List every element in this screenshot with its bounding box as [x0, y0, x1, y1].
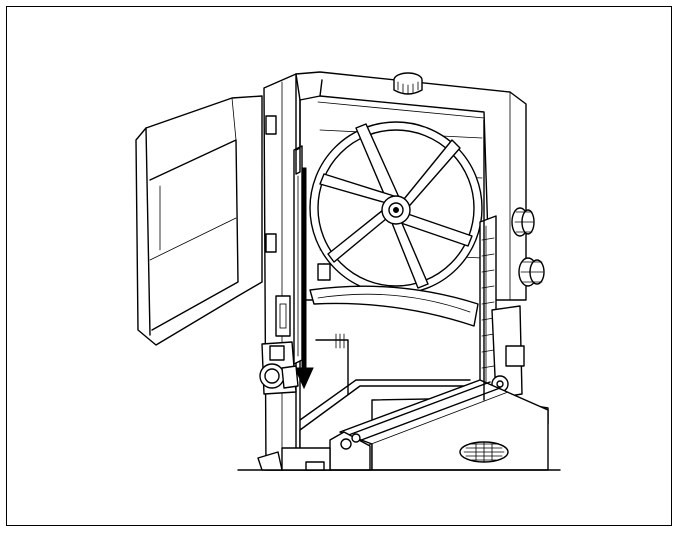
lower-hinge	[265, 233, 277, 253]
upper-wheel	[309, 121, 483, 295]
machine-base	[237, 447, 561, 471]
down-arrow-icon	[294, 167, 314, 390]
latch-plate	[275, 295, 291, 337]
guide-height-knob[interactable]	[518, 257, 545, 287]
wheel-guard-plate	[309, 285, 479, 327]
upper-hinge	[265, 115, 277, 135]
blade-release-lever[interactable]	[293, 145, 303, 365]
tracking-knob[interactable]	[511, 207, 535, 237]
upper-guide-screw	[317, 263, 331, 281]
open-door[interactable]	[135, 95, 263, 346]
upper-wheel-housing	[295, 71, 527, 301]
quick-release-lever[interactable]	[259, 341, 299, 395]
table-insert	[459, 441, 509, 463]
fence-knob[interactable]	[340, 438, 352, 450]
tension-spring	[315, 263, 349, 421]
